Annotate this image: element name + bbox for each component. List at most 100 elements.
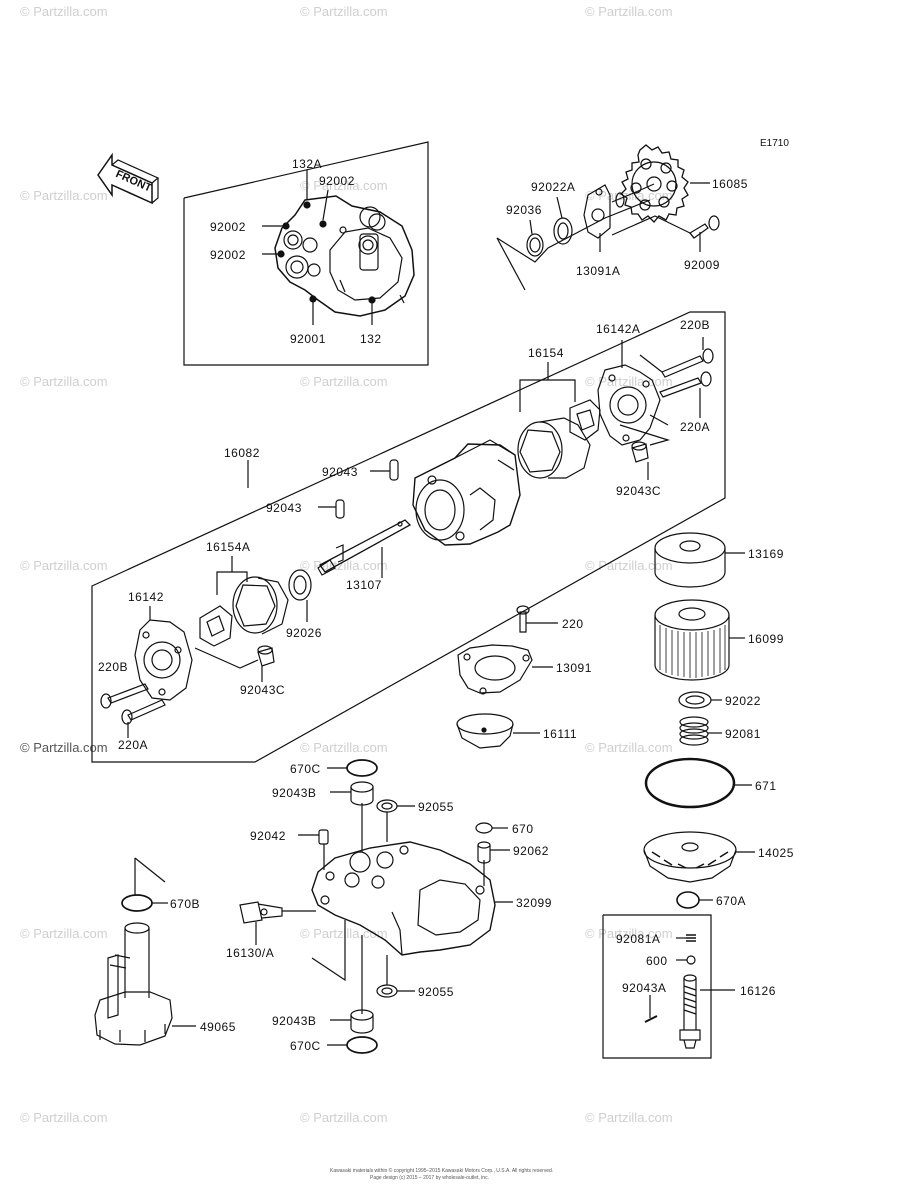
part-label[interactable]: 92043B	[272, 1014, 317, 1028]
part-label[interactable]: 92043B	[272, 786, 317, 800]
watermark: © Partzilla.com	[300, 558, 388, 573]
part-label[interactable]: 92002	[319, 174, 355, 188]
bolt-220B-top-part	[661, 348, 714, 378]
spring-92081-part	[679, 716, 709, 746]
part-label[interactable]: 92009	[684, 258, 720, 272]
part-label[interactable]: 16126	[740, 984, 776, 998]
watermark: © Partzilla.com	[585, 740, 673, 755]
part-label[interactable]: 92043C	[616, 484, 662, 498]
watermark: © Partzilla.com	[585, 1110, 673, 1125]
bolt-220B-bottom-part	[100, 683, 149, 709]
part-label[interactable]: 600	[646, 954, 668, 968]
circlip-part	[526, 233, 544, 257]
part-label[interactable]: 16130/A	[226, 946, 275, 960]
part-label[interactable]: 92081	[725, 727, 761, 741]
part-label[interactable]: 670A	[716, 894, 747, 908]
watermark: © Partzilla.com	[585, 558, 673, 573]
part-label[interactable]: 220A	[118, 738, 149, 752]
part-label[interactable]: 670C	[290, 762, 321, 776]
part-label[interactable]: 92042	[250, 829, 286, 843]
bolt-220A-bottom-part	[121, 699, 166, 725]
pump-cover-16142-part	[134, 619, 193, 701]
watermark: © Partzilla.com	[300, 740, 388, 755]
part-label[interactable]: 16085	[712, 177, 748, 191]
copyright-line-2: Page design (c) 2015 – 2017 by wholesale…	[370, 1175, 489, 1181]
o-ring-670-part	[475, 822, 493, 834]
part-label[interactable]: 16099	[748, 632, 784, 646]
part-label[interactable]: 92001	[290, 332, 326, 346]
collar-92043B-bottom-part	[350, 1009, 374, 1034]
pin-92043A-part	[644, 1015, 658, 1023]
diagram-code: E1710	[760, 138, 789, 149]
oil-pan-part	[311, 841, 496, 956]
pin-92043-lower-part	[335, 499, 345, 519]
part-label[interactable]: 92081A	[616, 932, 661, 946]
cover-16111-part	[456, 713, 514, 749]
part-label[interactable]: 16142	[128, 590, 164, 604]
outer-rotor-top-part	[517, 417, 591, 479]
part-label[interactable]: 220	[562, 617, 584, 631]
pump-shaft-part	[317, 519, 412, 576]
part-label[interactable]: 92002	[210, 220, 246, 234]
watermark: © Partzilla.com	[585, 926, 673, 941]
relief-valve-part	[679, 974, 701, 1049]
watermark: © Partzilla.com	[20, 374, 108, 389]
part-label[interactable]: 14025	[758, 846, 794, 860]
part-label[interactable]: 670C	[290, 1039, 321, 1053]
dowel-92042-part	[318, 829, 329, 845]
pump-body-part	[412, 439, 521, 546]
pump-cover-16142A-part	[597, 364, 661, 446]
part-label[interactable]: 671	[755, 779, 777, 793]
part-label[interactable]: 132	[360, 332, 382, 346]
part-label[interactable]: 670	[512, 822, 534, 836]
filter-cover-part	[643, 831, 737, 883]
part-label[interactable]: 670B	[170, 897, 201, 911]
pump-cover-frame	[183, 141, 429, 366]
part-label[interactable]: 13169	[748, 547, 784, 561]
part-label[interactable]: 92055	[418, 800, 454, 814]
o-ring-670C-top-part	[346, 759, 378, 777]
part-label[interactable]: 92022	[725, 694, 761, 708]
watermark: © Partzilla.com	[300, 1110, 388, 1125]
part-label[interactable]: 92022A	[531, 180, 576, 194]
part-label[interactable]: 92043C	[240, 683, 286, 697]
part-label[interactable]: 92026	[286, 626, 322, 640]
watermark: © Partzilla.com	[20, 926, 108, 941]
pump-gear-bracket-part	[583, 184, 611, 239]
part-label[interactable]: 92036	[506, 203, 542, 217]
front-arrow-icon: FRONT	[97, 152, 160, 205]
part-label[interactable]: 16142A	[596, 322, 641, 336]
dowel-pin-92043C-top-part	[631, 443, 649, 463]
part-label[interactable]: 13091A	[576, 264, 621, 278]
part-label[interactable]: 92062	[513, 844, 549, 858]
dowel-pin-92043C-bottom-part	[257, 647, 275, 667]
pump-cover-part	[274, 195, 415, 317]
part-label[interactable]: 13091	[556, 661, 592, 675]
washer-92022-part	[678, 691, 712, 709]
part-label[interactable]: 32099	[516, 896, 552, 910]
part-label[interactable]: 16154A	[206, 540, 251, 554]
part-label[interactable]: 16111	[543, 727, 578, 741]
watermark: © Partzilla.com	[20, 4, 108, 19]
oil-filter-part	[654, 599, 730, 681]
part-label[interactable]: 92043	[322, 465, 358, 479]
part-label[interactable]: 92043	[266, 501, 302, 515]
inner-rotor-top-part	[569, 399, 601, 441]
spring-92081A-part	[686, 934, 696, 942]
part-label[interactable]: 220B	[98, 660, 129, 674]
pump-assembly-frame	[91, 311, 726, 763]
fitting-16130A-part	[239, 901, 283, 924]
part-label[interactable]: 220B	[680, 318, 711, 332]
pin-92043-upper-part	[389, 459, 399, 481]
part-label[interactable]: 220A	[680, 420, 711, 434]
part-label[interactable]: 13107	[346, 578, 382, 592]
part-label[interactable]: 92002	[210, 248, 246, 262]
part-label[interactable]: 16082	[224, 446, 260, 460]
part-label[interactable]: 92055	[418, 985, 454, 999]
copyright-line-1: Kawasaki materials within © copyright 19…	[330, 1168, 554, 1174]
part-label[interactable]: 92043A	[622, 981, 667, 995]
part-label[interactable]: 16154	[528, 346, 564, 360]
part-label[interactable]: 132A	[292, 157, 323, 171]
part-label[interactable]: 49065	[200, 1020, 236, 1034]
